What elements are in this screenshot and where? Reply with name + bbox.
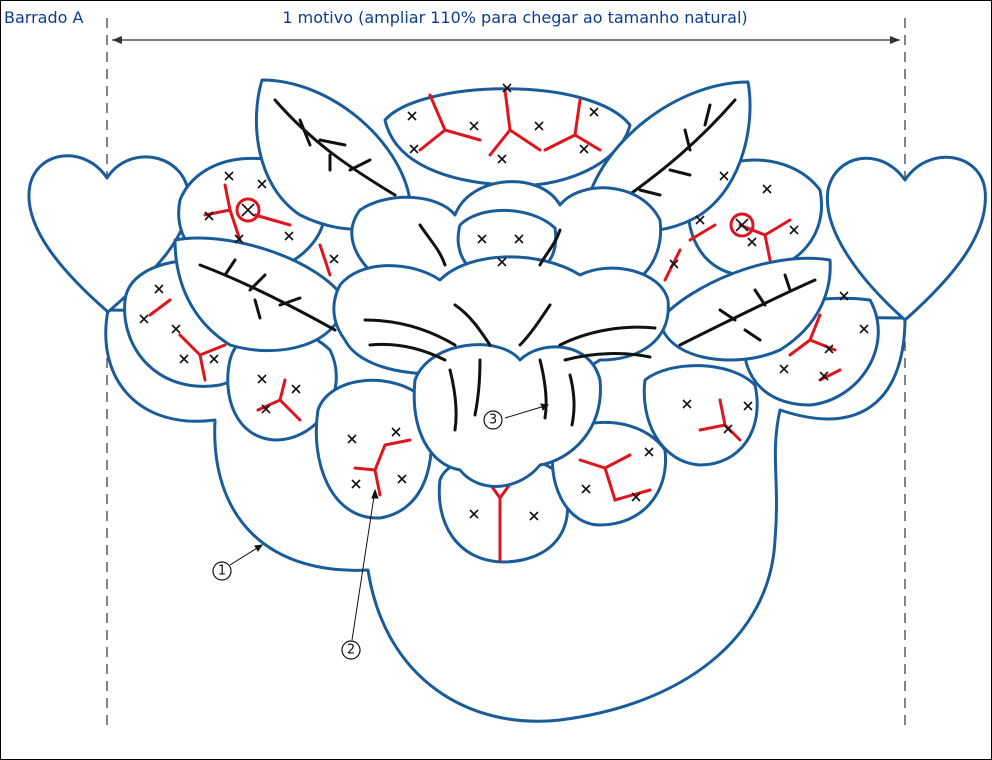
callout-1: 1 — [212, 561, 232, 581]
motif-width-caption: 1 motivo (ampliar 110% para chegar ao ta… — [282, 8, 748, 27]
svg-text:3: 3 — [489, 413, 497, 428]
callout-leaders — [229, 403, 550, 641]
leaf-veins — [198, 98, 817, 347]
pattern-label: Barrado A — [4, 8, 84, 27]
svg-text:1: 1 — [218, 564, 226, 579]
callout-2: 2 — [341, 640, 361, 660]
svg-text:2: 2 — [347, 643, 355, 658]
rose-strokes — [363, 223, 657, 432]
callout-3: 3 — [483, 410, 503, 430]
eyelets — [235, 197, 755, 238]
heart-right — [825, 155, 987, 322]
cutout-markers — [139, 83, 869, 521]
motif-guides — [106, 18, 906, 728]
